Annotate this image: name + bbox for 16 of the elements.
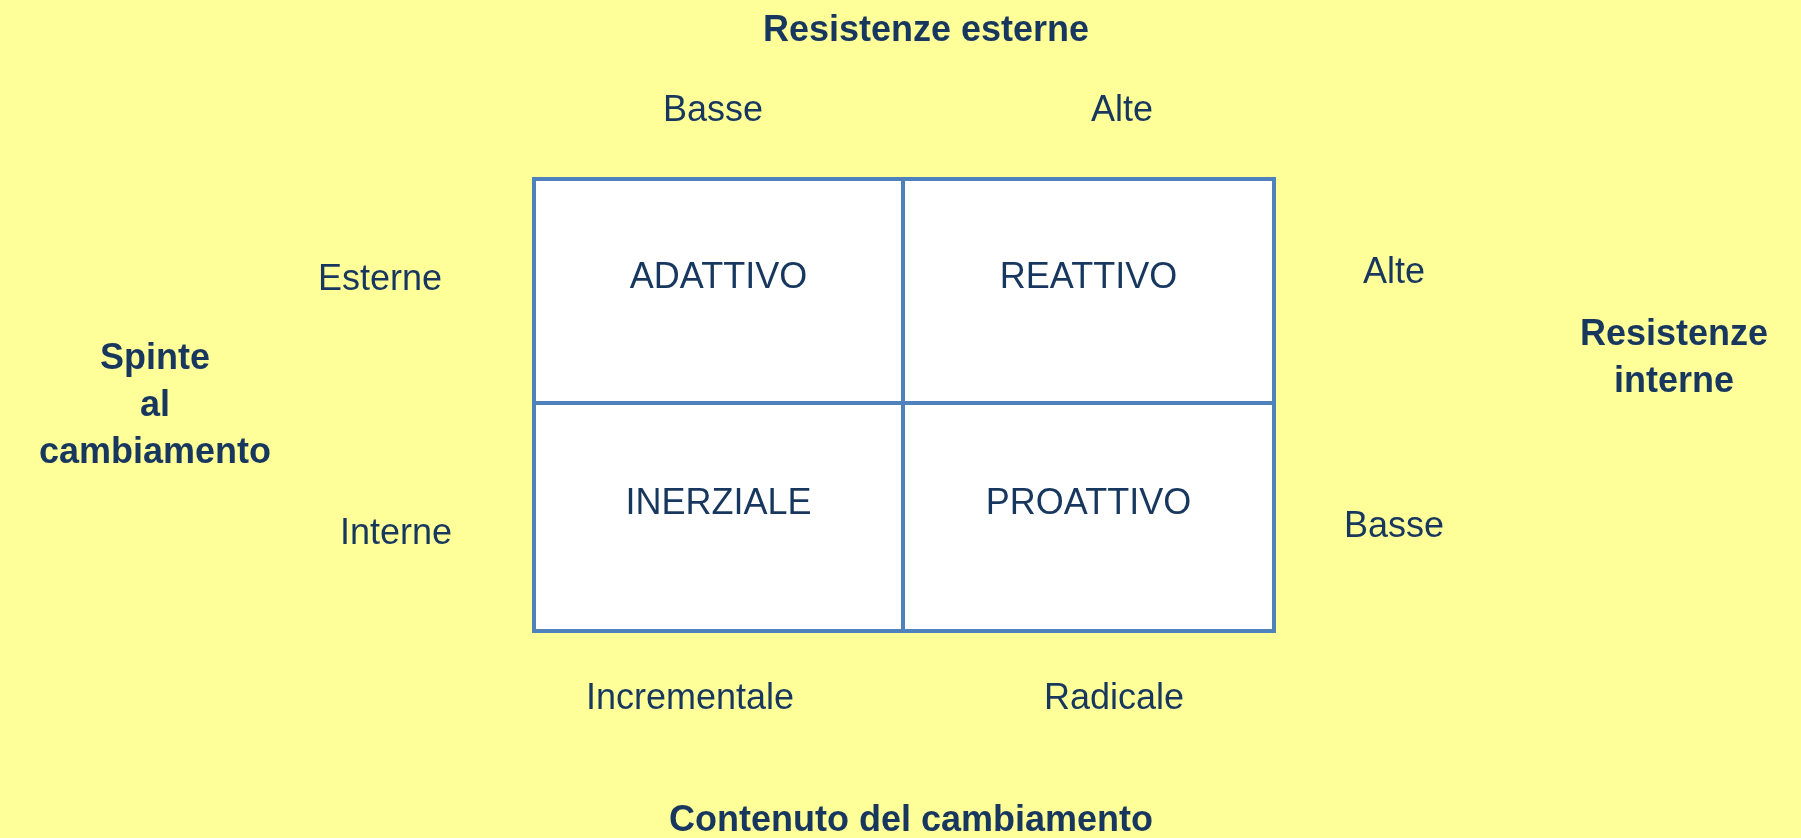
axis-title: Spinte al cambiamento: [37, 334, 273, 473]
axis-value: Interne: [339, 509, 453, 554]
axis-title: Resistenze esterne: [762, 6, 1090, 51]
axis-value: Esterne: [317, 255, 443, 300]
axis-value: Incrementale: [585, 674, 795, 719]
cell-label: REATTIVO: [999, 255, 1178, 298]
cell-label: ADATTIVO: [629, 255, 808, 298]
axis-value: Alte: [1363, 248, 1425, 293]
axis-title: Resistenze interne: [1578, 311, 1770, 402]
axis-title: Contenuto del cambiamento: [669, 796, 1153, 838]
axis-value: Radicale: [1043, 674, 1185, 719]
axis-value: Basse: [662, 86, 764, 131]
axis-value: Alte: [1091, 86, 1153, 131]
axis-value: Basse: [1343, 502, 1445, 547]
cell-label: INERZIALE: [625, 481, 812, 524]
cell-label: PROATTIVO: [985, 481, 1192, 524]
